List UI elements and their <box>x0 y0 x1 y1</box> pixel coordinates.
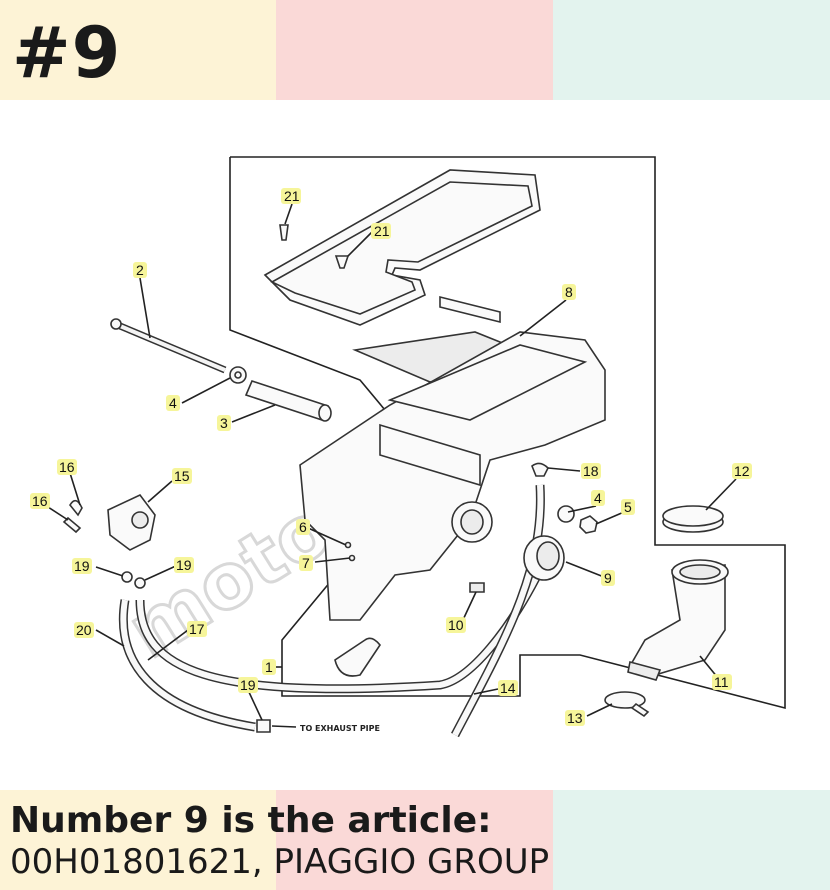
svg-text:2: 2 <box>136 262 144 278</box>
clip-19-bottom <box>256 719 271 733</box>
callout-21a: 21 <box>281 188 301 204</box>
header-color-band <box>0 0 830 100</box>
callout-19a: 19 <box>72 558 92 574</box>
callout-labels: 21 21 2 8 4 3 16 15 16 18 4 5 12 6 7 19 … <box>30 188 752 726</box>
callout-17: 17 <box>187 621 207 637</box>
callout-2: 2 <box>133 262 147 278</box>
mounting-bolt <box>110 318 227 374</box>
hose-clip-19-right <box>134 577 146 589</box>
callout-3: 3 <box>217 415 231 431</box>
washer-right <box>557 505 575 523</box>
svg-text:14: 14 <box>500 680 516 696</box>
callout-6: 6 <box>296 519 310 535</box>
svg-text:8: 8 <box>565 284 573 300</box>
svg-text:12: 12 <box>734 463 750 479</box>
svg-text:11: 11 <box>714 674 729 690</box>
svg-text:19: 19 <box>240 677 256 693</box>
air-box-housing <box>299 331 606 621</box>
band-yellow <box>0 790 276 890</box>
screw-21-left <box>279 224 289 241</box>
callout-15: 15 <box>172 468 192 484</box>
nut-7 <box>348 554 356 562</box>
footer-color-band <box>0 790 830 890</box>
callout-19b: 19 <box>174 557 194 573</box>
article-heading: Number 9 is the article: <box>10 800 492 841</box>
filter-seal <box>439 295 501 324</box>
callout-14: 14 <box>498 680 518 696</box>
callout-19c: 19 <box>238 677 258 693</box>
svg-text:4: 4 <box>594 490 602 506</box>
svg-text:16: 16 <box>59 459 75 475</box>
svg-text:7: 7 <box>302 555 310 571</box>
clip-16-upper <box>69 499 83 517</box>
duct-ring-9 <box>523 535 565 581</box>
callout-16a: 16 <box>57 459 77 475</box>
clip-16-lower <box>62 516 82 534</box>
band-mint <box>553 790 830 890</box>
band-pink <box>276 0 553 100</box>
svg-text:10: 10 <box>448 617 464 633</box>
clamp-13 <box>604 691 650 718</box>
intake-duct-11 <box>627 559 729 681</box>
callout-9: 9 <box>601 570 615 586</box>
callout-11: 11 <box>712 674 732 690</box>
svg-text:3: 3 <box>220 415 228 431</box>
exploded-parts-diagram: motomercia <box>30 156 786 738</box>
mount-clip <box>334 637 381 677</box>
breather-valve <box>107 493 156 551</box>
callout-8: 8 <box>562 284 576 300</box>
band-pink <box>276 790 553 890</box>
svg-text:19: 19 <box>74 558 90 574</box>
svg-text:21: 21 <box>374 223 390 239</box>
hose-clip-19-left <box>121 571 133 583</box>
callout-13: 13 <box>565 710 585 726</box>
svg-text:4: 4 <box>169 395 177 411</box>
callout-4a: 4 <box>166 395 180 411</box>
band-yellow <box>0 0 276 100</box>
callout-10: 10 <box>446 617 466 633</box>
spacer-tube <box>244 380 332 422</box>
callout-16b: 16 <box>30 493 50 509</box>
screw-6 <box>344 541 352 549</box>
part-number-badge: #9 <box>12 12 122 94</box>
svg-text:13: 13 <box>567 710 583 726</box>
filter-cover <box>263 169 541 326</box>
svg-text:9: 9 <box>604 570 612 586</box>
band-mint <box>553 0 830 100</box>
callout-12: 12 <box>732 463 752 479</box>
callout-21b: 21 <box>371 223 391 239</box>
svg-text:21: 21 <box>284 188 300 204</box>
screw-21-right <box>334 255 350 269</box>
clamp-12 <box>662 505 724 533</box>
svg-text:15: 15 <box>174 468 190 484</box>
exhaust-note: TO EXHAUST PIPE <box>300 724 380 733</box>
callout-4b: 4 <box>591 490 605 506</box>
article-code: 00H01801621, PIAGGIO GROUP <box>10 842 550 882</box>
svg-text:5: 5 <box>624 499 632 515</box>
callout-18: 18 <box>581 463 601 479</box>
callout-20: 20 <box>74 622 94 638</box>
fitting-18 <box>531 462 549 477</box>
nut-5 <box>579 515 598 534</box>
svg-text:1: 1 <box>265 659 273 675</box>
connector-10 <box>469 582 485 593</box>
callout-5: 5 <box>621 499 635 515</box>
svg-text:6: 6 <box>299 519 307 535</box>
callout-1: 1 <box>262 659 276 675</box>
svg-text:16: 16 <box>32 493 48 509</box>
callout-7: 7 <box>299 555 313 571</box>
svg-text:17: 17 <box>189 621 205 637</box>
washer-left-hole <box>234 371 242 379</box>
svg-text:18: 18 <box>583 463 599 479</box>
svg-text:19: 19 <box>176 557 192 573</box>
svg-text:20: 20 <box>76 622 92 638</box>
